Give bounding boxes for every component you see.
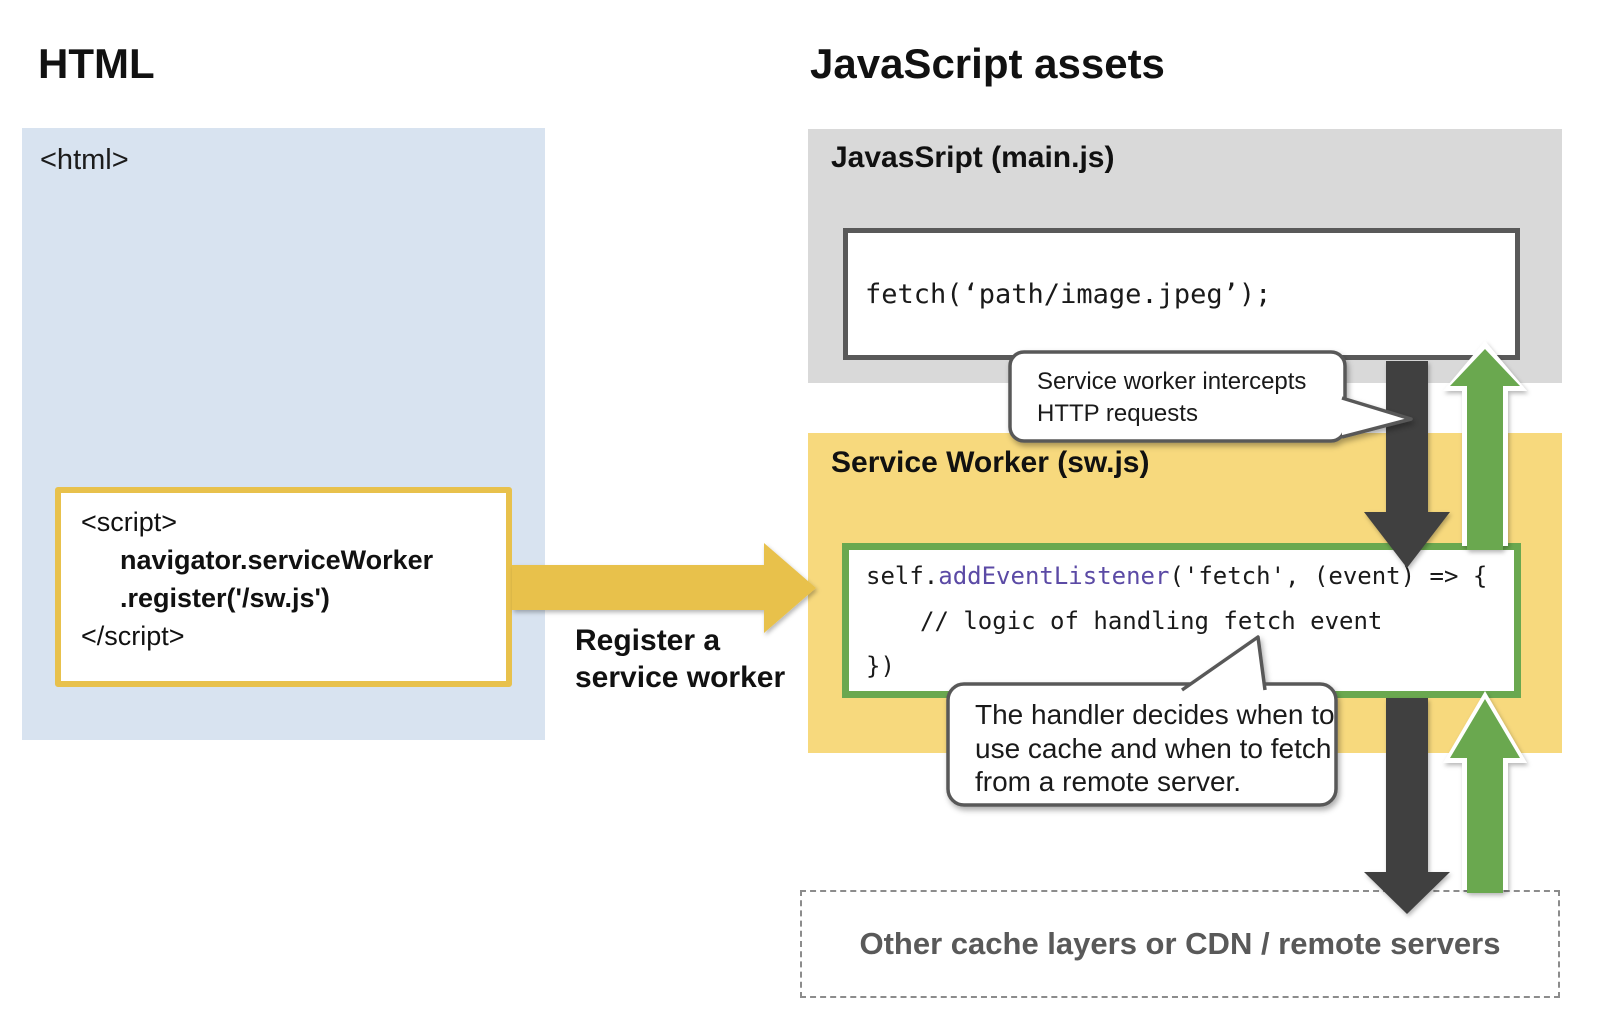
- register-arrow-label: Register a service worker: [575, 622, 785, 696]
- script-close-tag: </script>: [81, 621, 185, 651]
- register-label-line1: Register a: [575, 624, 721, 657]
- sw-code-box: self.addEventListener('fetch', (event) =…: [842, 543, 1521, 698]
- script-code-line: .register('/sw.js'): [120, 583, 330, 613]
- fetch-code-box: fetch(‘path/image.jpeg’);: [843, 228, 1520, 360]
- intercept-bubble-pointer-stroke: [1341, 396, 1413, 439]
- handler-bubble-line3: from a remote server.: [975, 766, 1242, 797]
- service-worker-panel-title: Service Worker (sw.js): [831, 446, 1150, 479]
- intercept-bubble-line2: HTTP requests: [1037, 399, 1198, 427]
- sw-code-args: ('fetch', (event) => {: [1169, 562, 1488, 590]
- fetch-code: fetch(‘path/image.jpeg’);: [865, 278, 1272, 310]
- intercept-bubble-text: Service worker intercepts HTTP requests: [1037, 366, 1306, 429]
- register-arrow: [512, 543, 816, 633]
- register-label-line2: service worker: [575, 661, 786, 694]
- intercept-bubble-pointer: [1342, 398, 1411, 437]
- cache-layers-label: Other cache layers or CDN / remote serve…: [859, 926, 1501, 961]
- sw-code-line3: }): [866, 652, 895, 680]
- javascript-assets-heading: JavaScript assets: [810, 40, 1165, 87]
- handler-bubble-line1: The handler decides when to: [975, 699, 1335, 730]
- script-code-line: navigator.serviceWorker: [120, 545, 434, 575]
- handler-bubble-text: The handler decides when to use cache an…: [975, 698, 1335, 799]
- mainjs-panel-title: JavasSript (main.js): [831, 141, 1115, 174]
- sw-code-line1: self.addEventListener('fetch', (event) =…: [866, 554, 1514, 599]
- sw-code-line2: // logic of handling fetch event: [920, 607, 1383, 635]
- sw-code-addeventlistener: addEventListener: [938, 562, 1170, 590]
- intercept-bubble-line1: Service worker intercepts: [1037, 368, 1307, 395]
- script-box: <script> navigator.serviceWorker .regist…: [55, 487, 512, 687]
- sw-code-self: self.: [866, 562, 939, 590]
- handler-bubble-line2: use cache and when to fetch: [975, 732, 1332, 764]
- script-open-tag: <script>: [81, 507, 178, 537]
- html-heading: HTML: [38, 40, 155, 87]
- cache-layers-box: Other cache layers or CDN / remote serve…: [800, 890, 1560, 998]
- html-tag-label: <html>: [40, 144, 129, 176]
